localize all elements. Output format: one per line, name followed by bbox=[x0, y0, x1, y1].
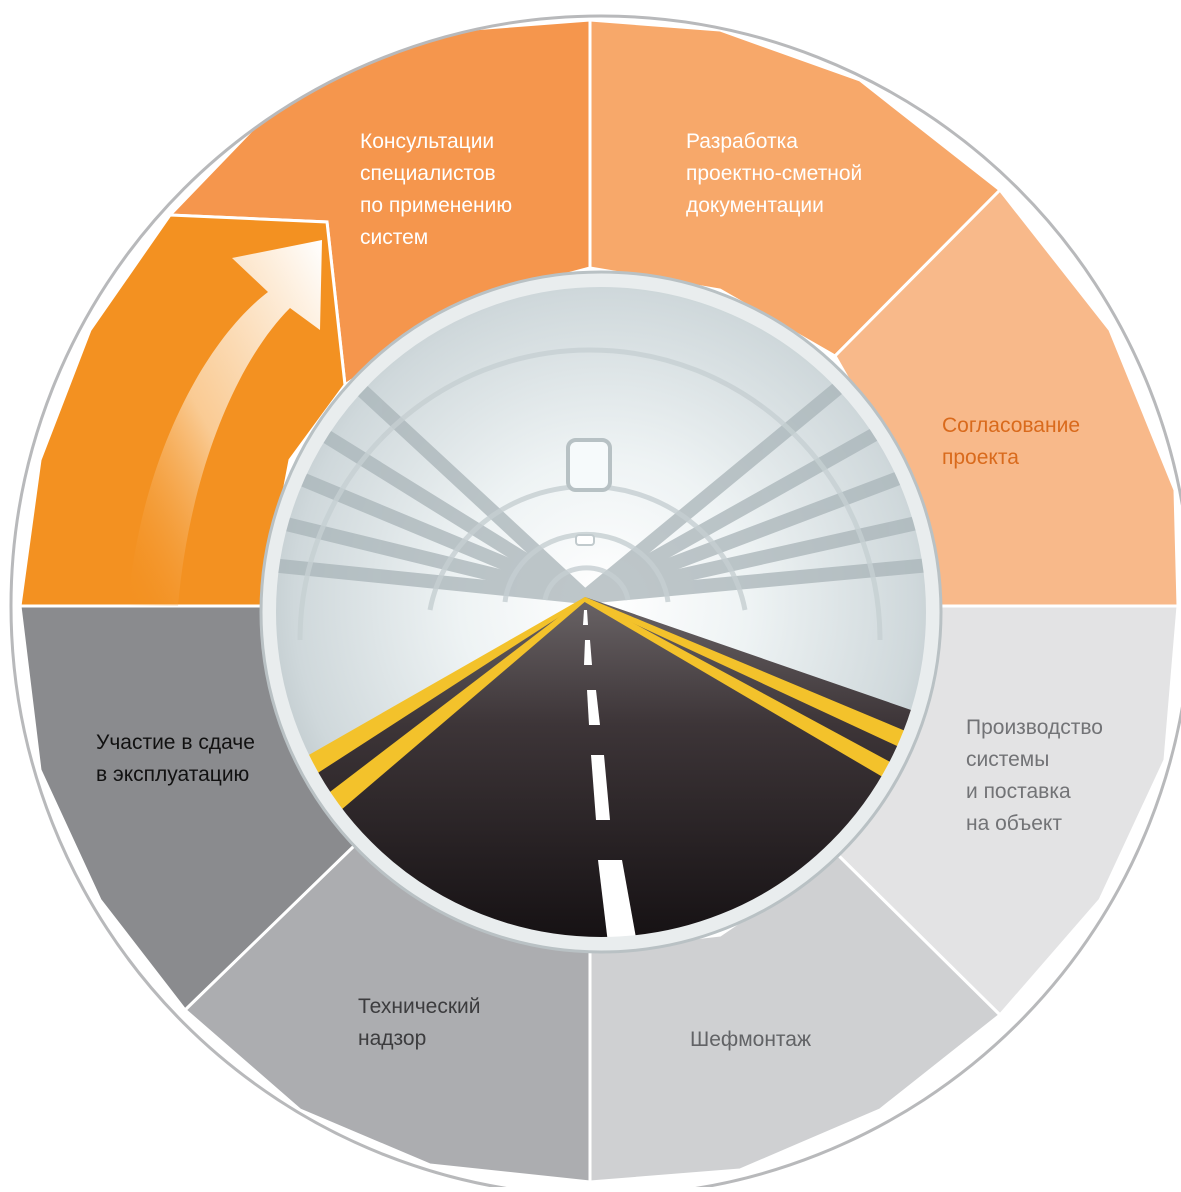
segment-label-line: и поставка bbox=[966, 780, 1071, 803]
segment-label-approval: Согласование проекта bbox=[942, 414, 1080, 469]
segment-label-line: Консультации bbox=[360, 130, 494, 153]
segment-label-design-docs: Разработка проектно-сметной документации bbox=[686, 130, 862, 217]
segment-label-line: проектно-сметной bbox=[686, 162, 862, 185]
segment-label-commissioning: Участие в сдаче в эксплуатацию bbox=[96, 731, 255, 786]
segment-label-line: специалистов bbox=[360, 162, 496, 185]
segment-label-line: документации bbox=[686, 194, 824, 217]
segment-label-line: проекта bbox=[942, 446, 1019, 469]
segment-label-line: Шефмонтаж bbox=[690, 1028, 811, 1051]
outer-ring-border bbox=[9, 14, 1181, 1192]
segment-label-line: Технический bbox=[358, 995, 480, 1018]
segment-label-line: надзор bbox=[358, 1027, 426, 1050]
labels-layer: Консультации специалистов по применению сис… bbox=[96, 130, 1103, 1051]
segment-label-line: Участие в сдаче bbox=[96, 731, 255, 754]
segment-label-line: Разработка bbox=[686, 130, 798, 153]
segment-label-line: Согласование bbox=[942, 414, 1080, 437]
start-arrow-icon bbox=[128, 240, 322, 606]
segment-label-line: системы bbox=[966, 748, 1049, 771]
tunnel-frame bbox=[262, 273, 940, 951]
segment-label-supervised-installation: Шефмонтаж bbox=[690, 1028, 811, 1051]
tunnel-road-illustration bbox=[269, 280, 933, 944]
segment-label-line: систем bbox=[360, 226, 428, 249]
segment-label-line: Производство bbox=[966, 716, 1103, 739]
segment-label-line: на объект bbox=[966, 812, 1062, 835]
segment-label-line: в эксплуатацию bbox=[96, 763, 249, 786]
segment-label-technical-supervision: Технический надзор bbox=[358, 995, 480, 1050]
segment-label-line: по применению bbox=[360, 194, 512, 217]
segment-label-production: Производство системы и поставка на объект bbox=[966, 716, 1103, 835]
segment-label-consultations: Консультации специалистов по применению сис… bbox=[360, 130, 512, 249]
